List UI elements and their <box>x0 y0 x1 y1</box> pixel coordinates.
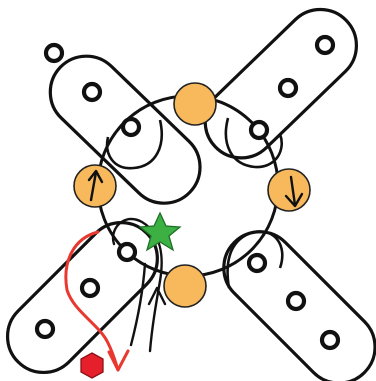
arrow-left-node-shaft <box>89 170 98 202</box>
inner-path-arrow-head <box>147 286 167 306</box>
inner-path-left-strand <box>129 262 147 347</box>
lasso-loop-bottom-right <box>226 230 284 289</box>
red-path-arrow-head <box>107 349 130 372</box>
green-star <box>138 211 182 252</box>
hole-top-left-3 <box>120 116 142 138</box>
hole-bottom-right-1 <box>246 252 268 274</box>
inner-path <box>111 217 163 353</box>
orange-node-top <box>173 82 217 126</box>
arrow-right-node-shaft <box>289 175 297 207</box>
red-path-curve <box>64 230 120 372</box>
hole-top-right-2 <box>277 77 299 99</box>
hole-bottom-right-3 <box>319 329 341 351</box>
hole-bottom-left-2 <box>79 277 101 299</box>
arrow-right-node-head <box>284 192 304 208</box>
red-hexagon <box>80 352 104 379</box>
arrow-left-node-head <box>87 169 104 184</box>
lasso-loop-top-left <box>105 119 163 170</box>
hole-bottom-left-3 <box>34 318 56 340</box>
lasso-loop-top-right <box>224 117 283 169</box>
hole-top-right-1 <box>314 34 336 56</box>
hole-top-left-1 <box>43 42 65 64</box>
hole-bottom-left-1 <box>116 241 138 263</box>
orange-node-left <box>73 164 117 208</box>
hole-bottom-right-2 <box>285 290 307 312</box>
orange-node-right <box>267 168 311 212</box>
hole-top-left-2 <box>81 81 103 103</box>
hole-top-right-3 <box>248 119 270 141</box>
orange-node-bottom <box>163 264 207 308</box>
